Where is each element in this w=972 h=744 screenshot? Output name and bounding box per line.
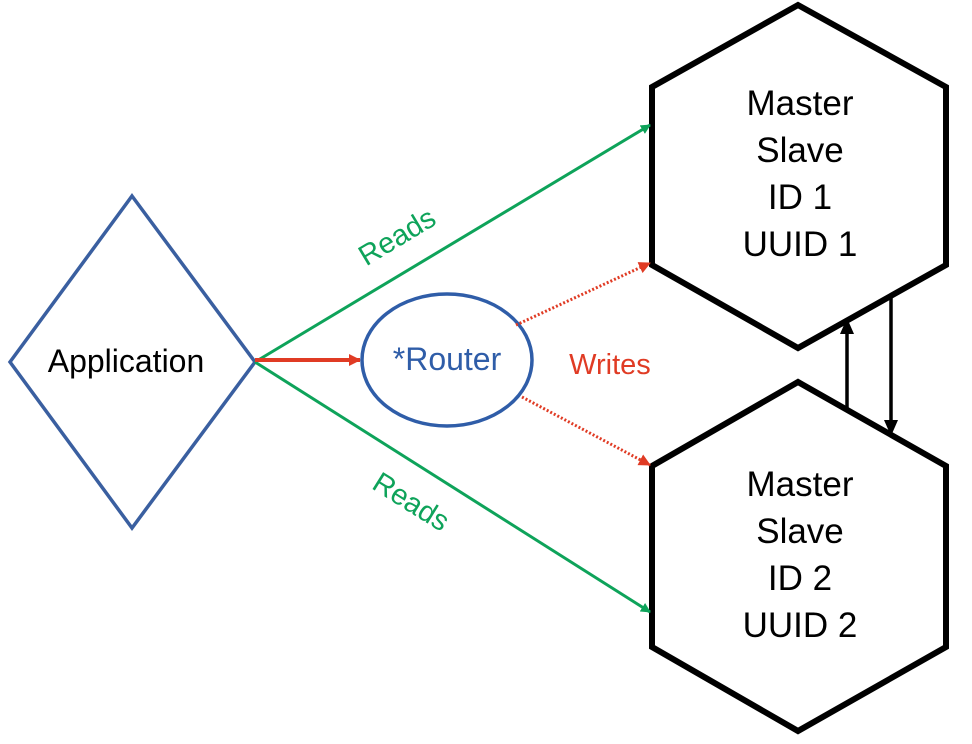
server-2-hexagon (649, 378, 949, 735)
server-1-line-2: Slave (756, 131, 844, 170)
server-1-line-4: UUID 1 (743, 225, 858, 264)
server-1-line-3: ID 1 (768, 178, 832, 217)
writes-edge-bottom (521, 395, 651, 467)
replication-arrow-up-head (840, 318, 854, 334)
replication-arrow-down-head (884, 420, 898, 436)
reads-edge-bottom (254, 360, 651, 614)
router-ellipse (360, 292, 534, 428)
server-2-line-3: ID 2 (768, 559, 832, 598)
application-label: Application (48, 343, 205, 379)
reads-label-bottom: Reads (367, 467, 455, 539)
server-2-line-4: UUID 2 (743, 606, 858, 645)
writes-edge-top (515, 261, 651, 327)
server-2-line-1: Master (747, 465, 854, 504)
reads-label-top: Reads (353, 202, 441, 273)
router-label: *Router (393, 341, 502, 377)
application-diamond (7, 193, 258, 531)
server-1-hexagon (649, 1, 949, 352)
reads-edge-top (254, 123, 651, 364)
server-2-line-2: Slave (756, 512, 844, 551)
writes-label: Writes (569, 349, 651, 381)
server-1-line-1: Master (747, 84, 854, 123)
